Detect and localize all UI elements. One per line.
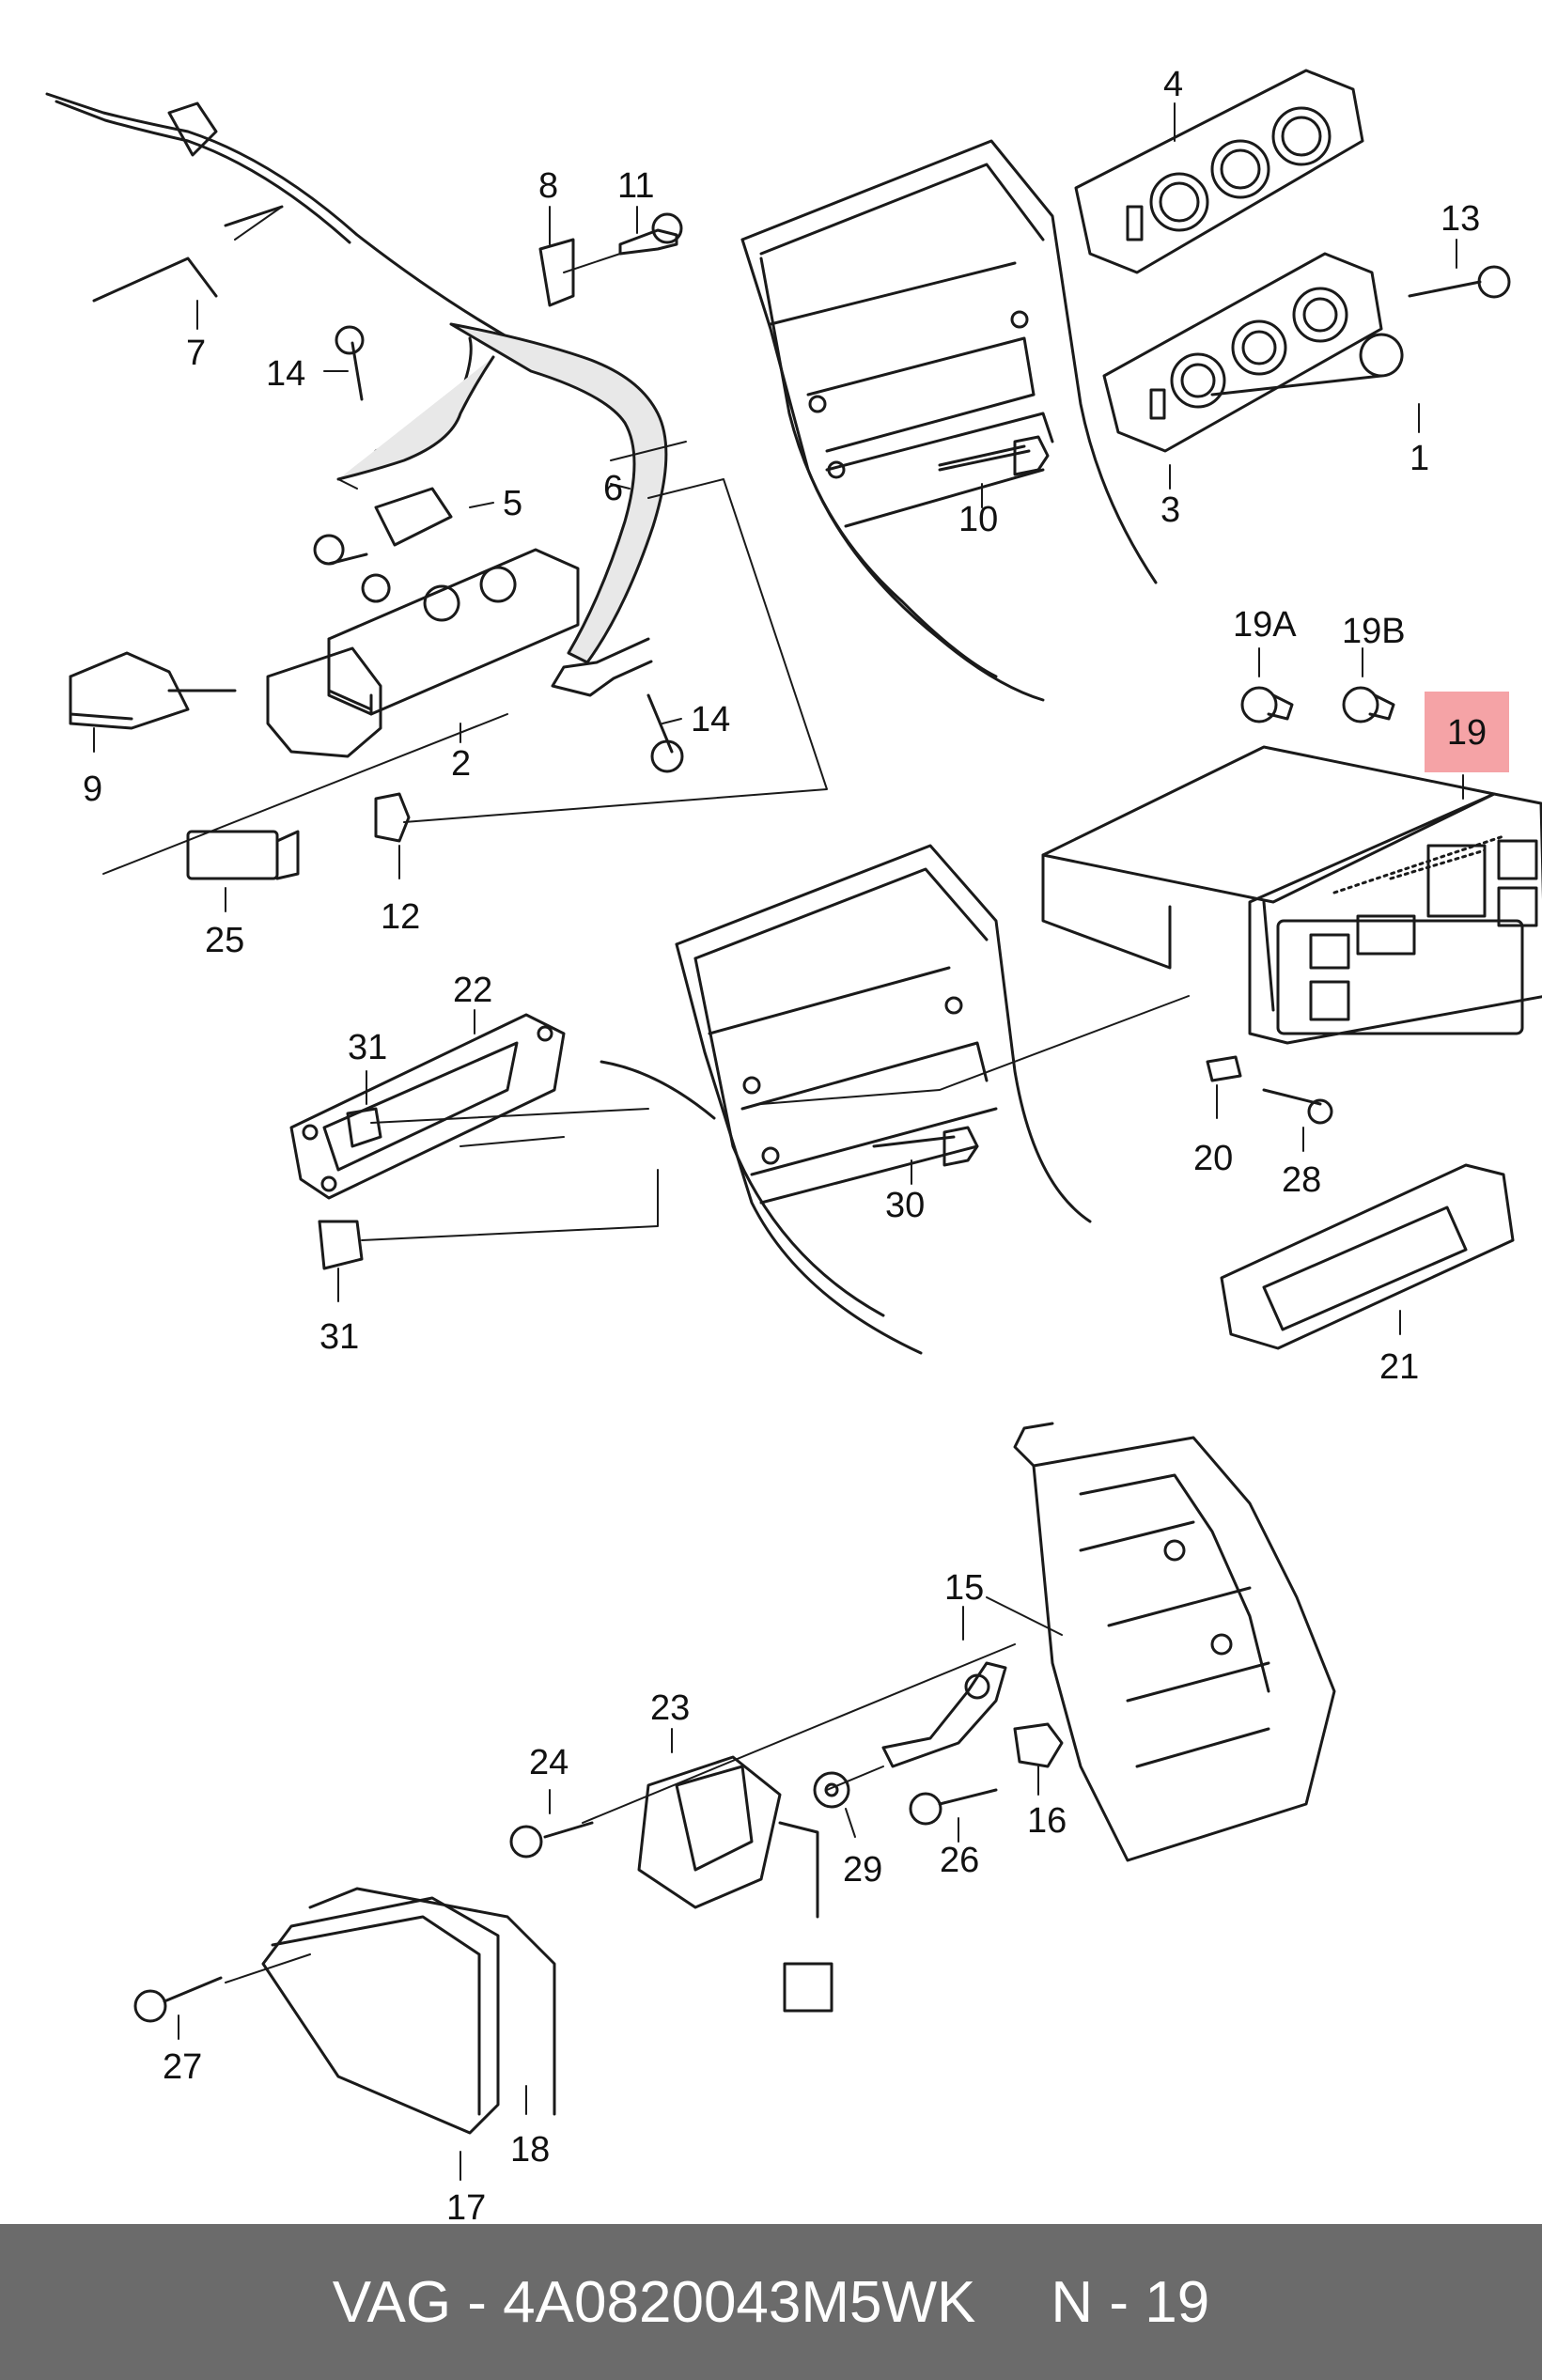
callout-2: 2 [451,744,471,784]
control-head-assembly [266,534,580,758]
callout-27: 27 [163,2047,202,2087]
callout-17: 17 [446,2188,486,2224]
callout-4: 4 [1163,65,1183,104]
climate-leader [760,995,1190,1105]
part-19-climate-unit [1041,745,1542,1045]
callout-23: 23 [650,1688,690,1728]
callout-29: 29 [843,1850,882,1890]
callout-16: 16 [1027,1801,1067,1841]
part-28-screw [1262,1088,1333,1125]
part-10-bolt [938,435,1050,476]
callout-7: 7 [186,334,206,373]
callout-10: 10 [958,500,998,539]
footer-bar: VAG - 4A0820043M5WK N - 19 [0,2224,1542,2380]
part-3-control-panel [1102,252,1383,453]
callout-18: 18 [510,2130,550,2170]
console-frame-upper [740,139,1158,702]
highlighted-callout-19[interactable]: 19 [1425,692,1509,772]
callout-26: 26 [940,1841,979,1880]
callout-31b: 31 [319,1317,359,1357]
part-5-cap [327,487,453,566]
part-21-trim [1220,1163,1515,1350]
parts-diagram: 4 13 1 3 8 11 7 14 5 6 10 14 2 9 12 25 1… [45,65,1542,2224]
console-frame-lower [600,844,1092,1355]
callout-30: 30 [885,1186,925,1225]
callout-28: 28 [1282,1160,1321,1200]
callout-19: 19 [1447,713,1487,753]
callout-5: 5 [503,484,522,523]
part-24-screw [509,1821,594,1859]
leader-lines [102,206,828,875]
callout-24: 24 [529,1743,569,1782]
part-20-clip [1206,1055,1242,1082]
callout-11: 11 [617,166,654,206]
highlight-fill [1425,692,1509,772]
part-7-cable-end [92,205,284,303]
part-14-screws [335,325,684,773]
part-15-link [881,1661,1007,1768]
callout-12: 12 [381,897,420,937]
page-reference: N - 19 [1051,2269,1210,2335]
part-4-vent-panel [1074,69,1364,274]
callout-20: 20 [1193,1139,1233,1178]
part-1-knob [1210,333,1404,397]
callout-3: 3 [1160,490,1180,530]
parts-17-18-cover [261,1887,556,2135]
lower-leaders [225,1596,1063,1983]
part-26-screw [909,1788,998,1826]
cable-assembly [45,92,668,697]
part-23-actuator [637,1755,833,2013]
callout-13: 13 [1441,199,1480,239]
bracket-leaders [361,1108,659,1241]
part-22-bracket [289,1013,566,1200]
callout-25: 25 [205,921,244,960]
part-29-washer [813,1771,850,1809]
part-16-clip [1013,1722,1064,1768]
callout-14a: 14 [266,354,305,394]
callout-22: 22 [453,971,492,1010]
part-25-switch [186,830,300,880]
part-11-screw [618,212,683,256]
part-30-bolt [872,1126,979,1167]
part-31-clip-upper [346,1107,382,1148]
callout-8: 8 [538,166,558,206]
callout-14b: 14 [691,700,730,739]
part-31-clip-lower [318,1220,364,1270]
part-reference: VAG - 4A0820043M5WK [332,2269,976,2335]
callout-9: 9 [83,770,102,809]
part-27-screw [133,1976,223,2023]
part-19a-bulb [1240,686,1294,723]
callout-19b: 19B [1342,612,1406,651]
callout-19a: 19A [1233,605,1297,645]
part-12-clip [374,792,411,843]
callout-15: 15 [944,1568,984,1608]
callout-6: 6 [603,469,623,508]
callout-1: 1 [1410,439,1429,478]
part-13-screw [1408,265,1511,299]
label-ticks [93,102,1464,2181]
heater-housing [1013,1422,1336,1862]
part-9-connector [69,651,237,730]
callout-21: 21 [1379,1347,1419,1387]
part-19b-bulb [1342,686,1395,723]
part-8-bracket [538,238,575,307]
callout-31a: 31 [348,1028,387,1067]
callout-labels: 4 13 1 3 8 11 7 14 5 6 10 14 2 9 12 25 1… [83,65,1480,2224]
